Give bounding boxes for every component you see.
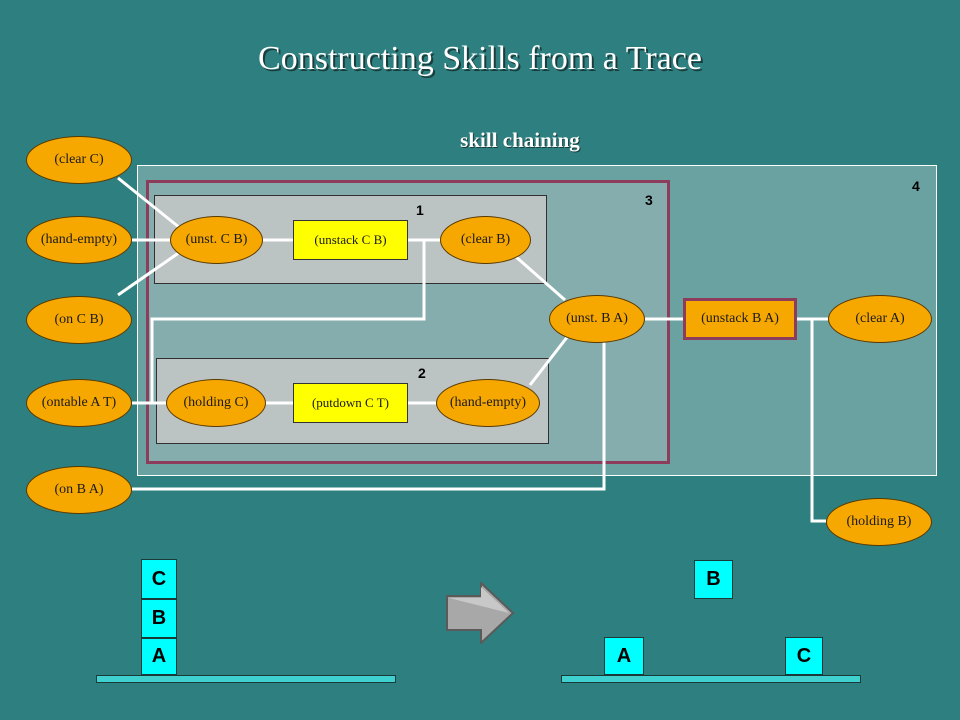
- line-unstackcb-holdingc: [150, 240, 426, 405]
- box-1-label: 1: [416, 202, 424, 218]
- precondition-hand-empty: (hand-empty): [26, 216, 132, 264]
- block-before-middle: B: [141, 599, 177, 638]
- operator-unstack-c-b: (unstack C B): [293, 220, 408, 260]
- table-before: [96, 675, 396, 683]
- slide-title: Constructing Skills from a Trace: [258, 40, 702, 77]
- precondition-on-c-b: (on C B): [26, 296, 132, 344]
- block-before-bottom: A: [141, 638, 177, 675]
- precondition-ontable-a-t: (ontable A T): [26, 379, 132, 427]
- right-arrow-icon: [446, 582, 515, 644]
- line-onba-unstba: [132, 338, 606, 491]
- line-clearb-unstba: [514, 254, 566, 302]
- table-after: [561, 675, 861, 683]
- node-unst-c-b: (unst. C B): [170, 216, 263, 264]
- precondition-clear-c: (clear C): [26, 136, 132, 184]
- block-before-top: C: [141, 559, 177, 599]
- node-clear-a: (clear A): [828, 295, 932, 343]
- line-unstackba-holdingb: [810, 319, 826, 523]
- node-hand-empty-2: (hand-empty): [436, 379, 540, 427]
- block-after-right: C: [785, 637, 823, 675]
- line-clearc-unstcb: [117, 176, 181, 230]
- node-holding-b: (holding B): [826, 498, 932, 546]
- box-2-label: 2: [418, 365, 426, 381]
- slide-subtitle: skill chaining: [460, 128, 580, 152]
- box-4-label: 4: [912, 178, 920, 194]
- node-clear-b: (clear B): [440, 216, 531, 264]
- block-after-held: B: [694, 560, 733, 599]
- line-handempty-unstba: [528, 335, 570, 386]
- node-unst-b-a: (unst. B A): [549, 295, 645, 343]
- line-oncb-unstcb: [117, 250, 181, 297]
- operator-unstack-b-a: (unstack B A): [683, 298, 797, 340]
- node-holding-c: (holding C): [166, 379, 266, 427]
- operator-putdown-c-t: (putdown C T): [293, 383, 408, 423]
- precondition-on-b-a: (on B A): [26, 466, 132, 514]
- box-3-label: 3: [645, 192, 653, 208]
- block-after-left: A: [604, 637, 644, 675]
